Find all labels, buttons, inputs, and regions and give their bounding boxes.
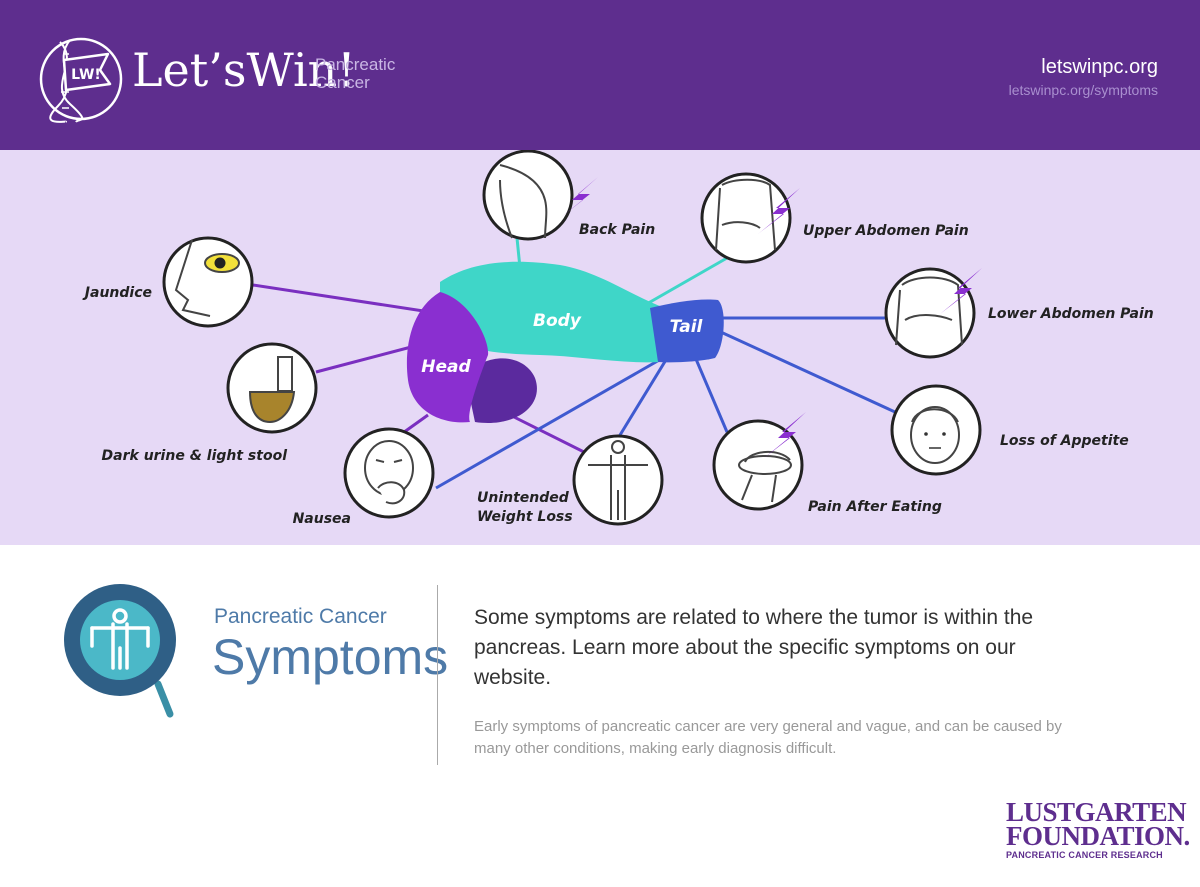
connector-dark-urine <box>315 344 416 374</box>
label-lower-abdomen-pain: Lower Abdomen Pain <box>988 306 1154 322</box>
nausea-circle <box>343 427 435 519</box>
hand-icon <box>377 481 406 505</box>
torso-outline-icon <box>715 178 776 251</box>
symptom-weight-loss: Unintended Weight Loss <box>477 434 664 526</box>
symptom-back-pain: Back Pain <box>482 150 655 241</box>
dark-urine-circle <box>226 342 318 434</box>
pupil-icon <box>214 257 226 269</box>
lightning-icon <box>940 268 982 314</box>
symptom-jaundice: Jaundice <box>82 236 254 328</box>
symptoms-url[interactable]: letswinpc.org/symptoms <box>1008 82 1158 98</box>
loss-of-appetite-circle <box>890 384 982 476</box>
foundation-line3: PANCREATIC CANCER RESEARCH <box>1006 850 1163 860</box>
food-icon <box>744 451 791 463</box>
symptom-upper-abdomen-pain: Upper Abdomen Pain <box>700 172 969 264</box>
weight-loss-circle <box>572 434 664 526</box>
hair-line <box>911 408 959 423</box>
upper-abdomen-circle <box>700 172 792 264</box>
knife-icon <box>771 474 777 503</box>
symptom-dark-urine: Dark urine & light stool <box>102 342 318 464</box>
connector-jaundice <box>252 283 431 314</box>
section-subtitle: Pancreatic Cancer <box>214 605 387 628</box>
logo-text: LW! <box>71 67 101 83</box>
body-outline-icon <box>588 440 648 520</box>
label-tail: Tail <box>670 317 704 337</box>
connector-loss-of-appetite <box>711 326 896 414</box>
lightning-icon <box>560 177 598 218</box>
pancreas-tumor-region <box>465 358 537 423</box>
pancreas-head <box>406 292 489 423</box>
symptom-lower-abdomen-pain: Lower Abdomen Pain <box>884 267 1154 359</box>
symptom-loss-of-appetite: Loss of Appetite <box>890 384 1129 476</box>
label-pain-after-eating: Pain After Eating <box>808 499 942 515</box>
body-text: Some symptoms are related to where the t… <box>474 606 1034 689</box>
note-text: Early symptoms of pancreatic cancer are … <box>474 718 1062 757</box>
brand-subtitle: Pancreatic Cancer <box>315 55 396 92</box>
pancreas-body <box>440 261 665 363</box>
header: LW! Let’sWin! Pancreatic Cancer letswinp… <box>0 0 1200 150</box>
face-icon <box>910 406 960 464</box>
section-title: Symptoms <box>212 629 449 685</box>
label-weight-loss-2: Weight Loss <box>477 509 573 525</box>
label-upper-abdomen-pain: Upper Abdomen Pain <box>803 223 969 239</box>
website-url[interactable]: letswinpc.org <box>1041 56 1158 78</box>
foundation-line1: LUSTGARTEN <box>1006 797 1187 827</box>
torso-outline-icon <box>895 276 963 346</box>
magnifier-person-icon <box>64 584 176 718</box>
label-weight-loss-1: Unintended <box>477 490 570 506</box>
connector-nausea-tail <box>435 353 669 490</box>
lustgarten-logo: LUSTGARTEN FOUNDATION. PANCREATIC CANCER… <box>1006 797 1190 861</box>
jaundice-circle <box>162 236 254 328</box>
symptom-pain-after-eating: Pain After Eating <box>712 412 942 515</box>
pancreas-illustration: Head Body Tail <box>406 261 724 423</box>
connector-weight-loss-tail <box>615 349 674 441</box>
plate-icon <box>738 455 792 475</box>
squint-eyes <box>375 459 403 463</box>
face-profile-icon <box>174 239 211 317</box>
toilet-tank <box>277 356 293 392</box>
label-body: Body <box>533 311 582 331</box>
symptom-diagram: Head Body Tail Back Pain Upper Abdomen P… <box>82 150 1154 527</box>
back-outline-icon <box>499 164 548 239</box>
eye-right <box>942 432 946 436</box>
brand-name: Let’sWin! <box>132 43 356 97</box>
divider <box>437 585 438 765</box>
fork-icon <box>741 474 753 501</box>
label-jaundice: Jaundice <box>82 285 152 301</box>
label-back-pain: Back Pain <box>579 222 655 238</box>
foundation-line2: FOUNDATION. <box>1006 821 1190 851</box>
lightning-icon <box>758 188 800 234</box>
letswin-logo: LW! <box>39 37 123 123</box>
symptom-nausea: Nausea <box>293 427 435 527</box>
pancreas-tail <box>650 299 724 363</box>
lower-abdomen-circle <box>884 267 976 359</box>
dna-helix-icon <box>49 39 84 123</box>
back-pain-circle <box>482 150 574 241</box>
label-loss-of-appetite: Loss of Appetite <box>1000 433 1129 449</box>
label-nausea: Nausea <box>293 511 351 527</box>
label-head: Head <box>421 357 471 377</box>
toilet-icon <box>248 391 296 424</box>
flag-icon <box>62 52 112 92</box>
label-dark-urine: Dark urine & light stool <box>102 448 288 464</box>
eye-left <box>924 432 928 436</box>
lightning-icon <box>764 412 806 458</box>
